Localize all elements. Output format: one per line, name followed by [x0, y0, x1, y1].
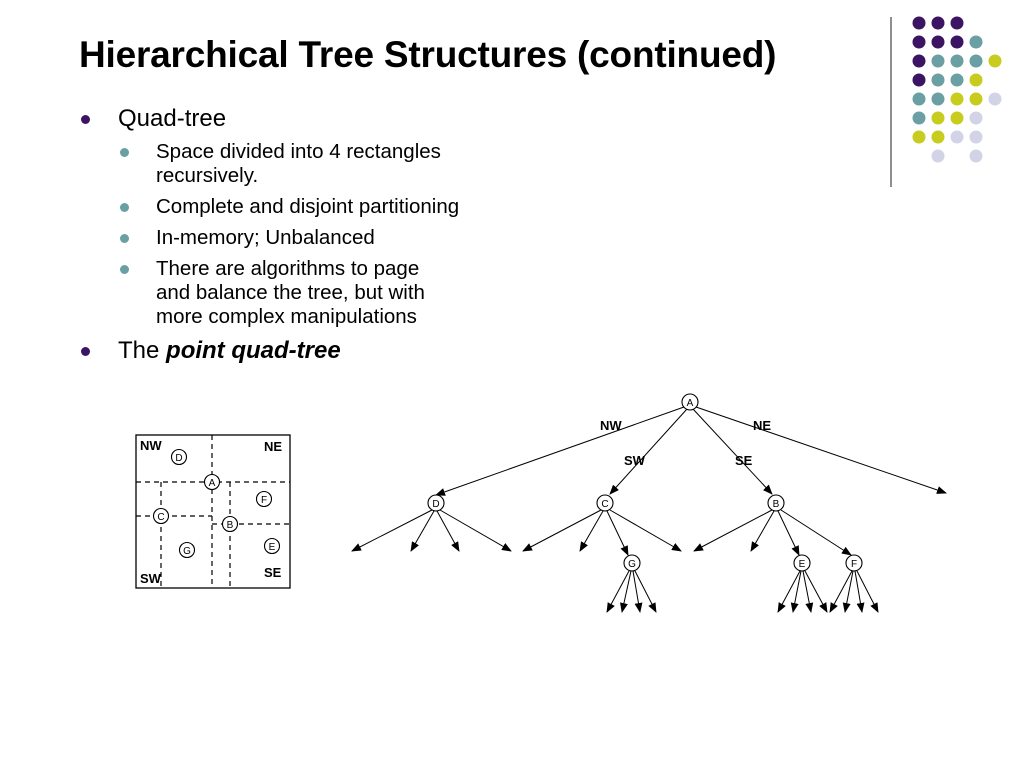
- tree-node-f: F: [845, 554, 863, 572]
- svg-text:A: A: [209, 478, 216, 489]
- tree-label-ne: NE: [753, 418, 771, 433]
- decorative-dot: [931, 111, 945, 125]
- bullet-text: The: [118, 337, 160, 364]
- sub-bullet-text: and balance the tree, but with: [156, 281, 425, 304]
- svg-text:B: B: [773, 499, 780, 510]
- bullet-marker: [81, 347, 90, 356]
- decorative-dot: [912, 54, 926, 68]
- decorative-dot: [969, 35, 983, 49]
- tree-node-g: G: [623, 554, 641, 572]
- sub-bullet-marker: [120, 265, 129, 274]
- decorative-dot: [950, 73, 964, 87]
- bullet-marker: [81, 115, 90, 124]
- point-d: D: [170, 448, 188, 466]
- decorative-dot: [931, 16, 945, 30]
- bullet-quad-tree: Quad-tree: [81, 105, 227, 132]
- sub-bullet-marker: [120, 203, 129, 212]
- point-e: E: [263, 537, 281, 555]
- decorative-dot: [969, 149, 983, 163]
- quadrant-label-ne: NE: [264, 439, 282, 454]
- sub-bullet-marker: [120, 234, 129, 243]
- point-f: F: [255, 490, 273, 508]
- sub-bullet-partitioning: Complete and disjoint partitioning: [120, 195, 460, 219]
- decorative-dot: [969, 54, 983, 68]
- sub-bullet-text: more complex manipulations: [156, 305, 417, 328]
- decorative-dot: [931, 54, 945, 68]
- quadrant-label-sw: SW: [140, 571, 162, 586]
- decorative-dot: [912, 73, 926, 87]
- point-b: B: [221, 515, 239, 533]
- bullet-text: Quad-tree: [118, 105, 227, 132]
- decorative-dot: [931, 149, 945, 163]
- sub-bullet-text: recursively.: [156, 164, 259, 187]
- decorative-dot: [969, 92, 983, 106]
- tree-diagram: NW NE SW SE A D C B G E F: [351, 393, 947, 613]
- decorative-dot: [931, 92, 945, 106]
- tree-node-b: B: [767, 494, 785, 512]
- tree-label-se: SE: [735, 453, 753, 468]
- decorative-dot: [988, 92, 1002, 106]
- decorative-dot: [969, 73, 983, 87]
- decorative-dot: [931, 130, 945, 144]
- decorative-dot: [912, 130, 926, 144]
- decorative-dot: [931, 73, 945, 87]
- decorative-dot: [912, 16, 926, 30]
- tree-node-d: D: [427, 494, 445, 512]
- decorative-dot: [931, 35, 945, 49]
- point-g: G: [178, 541, 196, 559]
- quadrant-label-se: SE: [264, 565, 282, 580]
- slide-title: Hierarchical Tree Structures (continued): [79, 34, 777, 75]
- svg-text:G: G: [183, 546, 191, 557]
- svg-text:A: A: [687, 398, 694, 409]
- decorative-dot-grid: [890, 16, 1002, 187]
- decorative-dot: [950, 92, 964, 106]
- sub-bullet-text: In-memory; Unbalanced: [156, 226, 375, 249]
- decorative-dot: [950, 111, 964, 125]
- svg-text:F: F: [851, 559, 857, 570]
- bullet-point-quad-tree: The point quad-tree: [81, 337, 341, 364]
- point-a: A: [203, 473, 221, 491]
- sub-bullet-in-memory: In-memory; Unbalanced: [120, 226, 375, 250]
- svg-text:B: B: [227, 520, 234, 531]
- svg-text:E: E: [269, 542, 276, 553]
- svg-text:D: D: [432, 499, 439, 510]
- decorative-dot: [950, 130, 964, 144]
- tree-edges: [351, 406, 947, 613]
- svg-text:F: F: [261, 495, 267, 506]
- decorative-dot: [969, 130, 983, 144]
- sub-bullet-text: Space divided into 4 rectangles: [156, 140, 441, 163]
- sub-bullet-algorithms: There are algorithms to page and balance…: [120, 257, 425, 329]
- tree-node-e: E: [793, 554, 811, 572]
- bullet-emphasis: point quad-tree: [166, 337, 341, 364]
- svg-text:G: G: [628, 559, 636, 570]
- sub-bullet-space-divided: Space divided into 4 rectangles recursiv…: [120, 140, 441, 188]
- decorative-dot: [912, 35, 926, 49]
- point-c: C: [152, 507, 170, 525]
- sub-bullet-text: Complete and disjoint partitioning: [156, 195, 460, 218]
- partition-border: [135, 434, 291, 589]
- decorative-dot: [950, 35, 964, 49]
- sub-bullet-text: There are algorithms to page: [156, 257, 420, 280]
- decorative-dot: [969, 111, 983, 125]
- quadrant-label-nw: NW: [140, 438, 162, 453]
- svg-text:D: D: [175, 453, 182, 464]
- decorative-dot: [950, 16, 964, 30]
- tree-label-nw: NW: [600, 418, 622, 433]
- partition-diagram: NW NE SW SE D A F C B E G: [135, 434, 291, 589]
- tree-node-c: C: [596, 494, 614, 512]
- svg-text:E: E: [799, 559, 806, 570]
- sub-bullet-marker: [120, 148, 129, 157]
- decorative-dot: [988, 54, 1002, 68]
- decorative-dot: [912, 111, 926, 125]
- decorative-dot: [950, 54, 964, 68]
- svg-text:C: C: [157, 512, 164, 523]
- tree-node-a: A: [681, 393, 699, 411]
- svg-text:C: C: [601, 499, 608, 510]
- decorative-dot: [912, 92, 926, 106]
- tree-label-sw: SW: [624, 453, 646, 468]
